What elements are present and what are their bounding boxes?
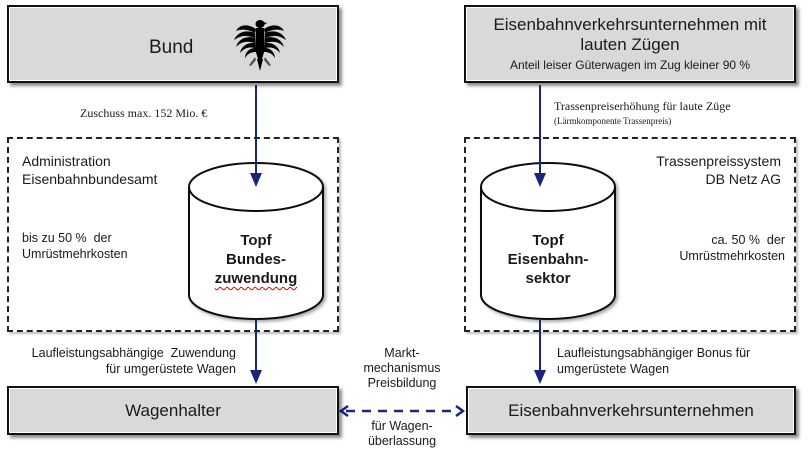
arrow-pot-to-wagenhalter xyxy=(250,319,262,384)
pot-federal-line2: Bundes- xyxy=(226,251,286,268)
pot-rail-sector-label: Topf Eisenbahn- sektor xyxy=(481,231,615,288)
evu-loud-title-line1: Eisenbahnverkehrsunternehmen mit xyxy=(493,15,767,34)
federal-eagle-icon xyxy=(234,20,286,71)
mileage-bonus-line2: umgerüstete Wagen xyxy=(557,362,670,376)
pot-rail-line2: Eisenbahn- xyxy=(507,251,589,268)
arrow-evu-to-pot xyxy=(534,85,546,187)
subsidy-label: Zuschuss max. 152 Mio. € xyxy=(80,106,208,120)
transfer-line2: überlassung xyxy=(367,434,437,448)
market-line3: Preisbildung xyxy=(367,376,437,390)
pot-federal-label: Topf Bundes- zuwendung xyxy=(189,231,323,288)
market-mechanism-label: Markt- mechanismus Preisbildung xyxy=(350,346,454,391)
mileage-bonus-line1: Laufleistungsabhängiger Bonus für xyxy=(557,346,751,360)
pot-federal-line3: zuwendung xyxy=(189,269,323,288)
pot-rail-line3: sektor xyxy=(525,270,571,287)
wagenhalter-box: Wagenhalter xyxy=(7,386,339,435)
administration-note-line1: bis zu 50 % der xyxy=(22,231,112,245)
track-price-title-line2: DB Netz AG xyxy=(705,171,781,187)
track-price-system-container: Trassenpreissystem DB Netz AG ca. 50 % d… xyxy=(464,137,796,332)
evu-loud-trains-box: Eisenbahnverkehrsunternehmen mit lauten … xyxy=(464,5,796,83)
market-line2: mechanismus xyxy=(363,361,441,375)
mileage-subsidy-line2: für umgerüstete Wagen xyxy=(105,362,236,376)
track-price-note-line2: Umrüstmehrkosten xyxy=(679,249,785,263)
market-line1: Markt- xyxy=(384,346,420,360)
track-price-increase-label: Trassenpreiserhöhung für laute Züge xyxy=(554,99,731,113)
evu-box: Eisenbahnverkehrsunternehmen xyxy=(466,386,796,435)
noise-component-label: (Lärmkomponente Trassenpreis) xyxy=(554,116,672,126)
arrow-bund-to-pot xyxy=(250,85,262,187)
administration-title-line2: Eisenbahnbundesamt xyxy=(22,171,158,187)
evu-loud-title-line2: lauten Zügen xyxy=(580,35,680,54)
bund-label: Bund xyxy=(149,37,194,58)
pot-federal-line1: Topf xyxy=(240,232,272,249)
pot-rail-line1: Topf xyxy=(532,232,564,249)
bund-box: Bund xyxy=(7,5,339,83)
track-price-title-line1: Trassenpreissystem xyxy=(656,153,781,169)
mileage-subsidy-line1: Laufleistungsabhängige Zuwendung xyxy=(31,346,236,360)
transfer-line1: für Wagen- xyxy=(371,419,433,433)
pot-federal-line3-text: zuwendung xyxy=(214,270,298,287)
wagon-transfer-label: für Wagen- überlassung xyxy=(350,419,454,449)
administration-title-line1: Administration xyxy=(22,153,111,169)
pot-rail-sector-cylinder xyxy=(480,162,616,320)
administration-container: Administration Eisenbahnbundesamt bis zu… xyxy=(7,137,339,332)
arrow-market-bidirectional xyxy=(338,404,466,418)
evu-loud-subtitle: Anteil leiser Güterwagen im Zug kleiner … xyxy=(509,58,751,72)
arrow-pot-to-evu xyxy=(534,319,546,384)
evu-label: Eisenbahnverkehrsunternehmen xyxy=(508,401,754,420)
administration-note-line2: Umrüstmehrkosten xyxy=(22,247,128,261)
wagenhalter-label: Wagenhalter xyxy=(125,401,221,420)
track-price-note-line1: ca. 50 % der xyxy=(711,233,785,247)
